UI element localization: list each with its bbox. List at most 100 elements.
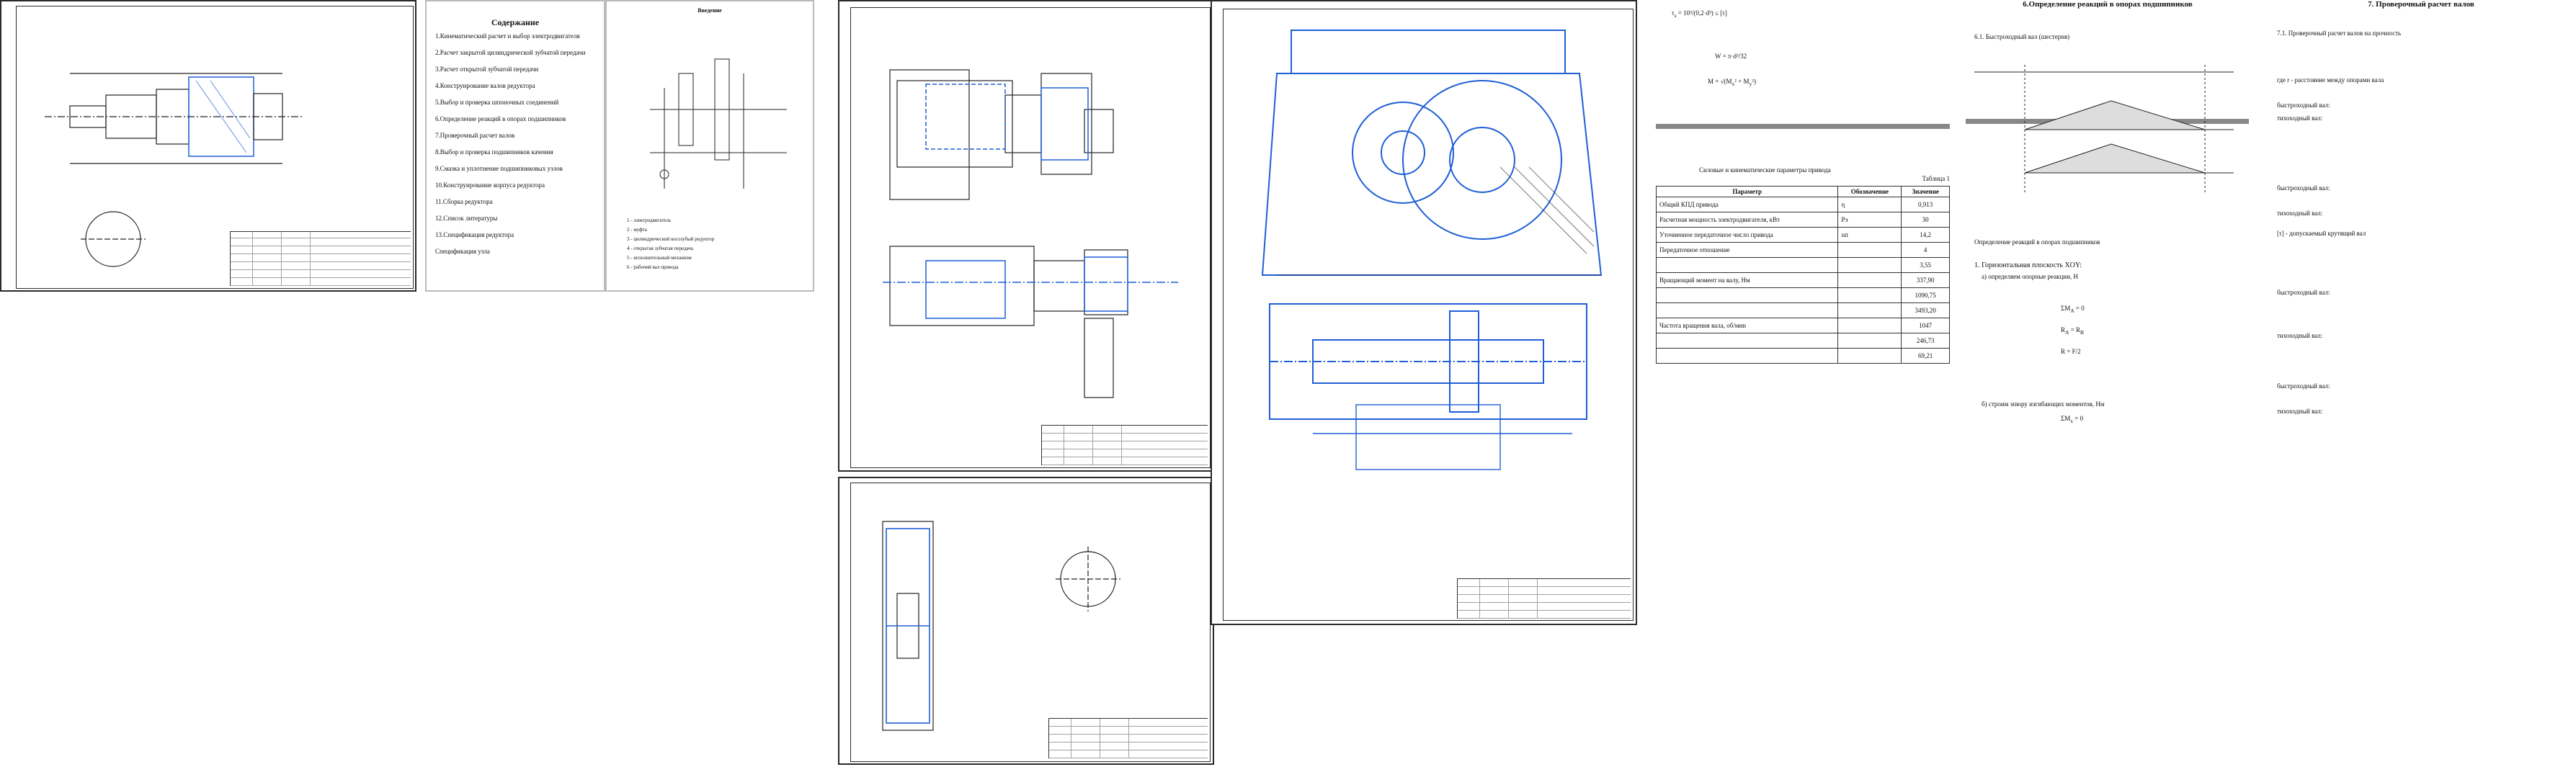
table-cell: 337,90 — [1901, 272, 1950, 288]
legend-item: 1 - электродвигатель — [627, 217, 672, 223]
table-cell: 246,73 — [1901, 333, 1950, 349]
table-cell — [1837, 302, 1902, 318]
sec6-title: 6.Определение реакций в опорах подшипник… — [2023, 0, 2193, 9]
sec6-sub: 6.1. Быстроходный вал (шестерня) — [1974, 33, 2070, 40]
table-header-cell: Обозначение — [1837, 186, 1902, 197]
sec7-sub: 7.1. Проверочный расчет валов на прочнос… — [2277, 30, 2402, 37]
sec7-p5: тихоходный вал: — [2277, 210, 2323, 217]
drawing-sheet-gear — [838, 477, 1214, 765]
table-row: 1090,75 — [1655, 287, 1950, 303]
kinematic-scheme — [650, 58, 787, 189]
table-cell: Общий КПД привода — [1655, 197, 1839, 212]
table-cell — [1655, 302, 1839, 318]
table-cell — [1655, 348, 1839, 364]
toc-item: 11.Сборка редуктора — [435, 198, 493, 205]
equation: ΣMx = 0 — [2061, 415, 2084, 424]
table-row: Расчетная мощность электродвигателя, кВт… — [1655, 212, 1950, 228]
table-cell — [1655, 333, 1839, 349]
table-cell: Уточненное передаточное число привода — [1655, 227, 1839, 243]
toc-item: 4.Конструирование валов редуктора — [435, 82, 535, 89]
title-block — [1457, 578, 1631, 619]
table-header-cell: Значение — [1901, 186, 1950, 197]
sec7-p6: [τ] - допускаемый крутящий вал — [2277, 230, 2366, 237]
toc-item: 3.Расчет открытой зубчатой передачи — [435, 66, 539, 73]
table-cell: 1090,75 — [1901, 287, 1950, 303]
table-row: Вращающий момент на валу, Нм 337,90 — [1655, 272, 1950, 288]
table-cell — [1837, 333, 1902, 349]
table-cell: η — [1837, 197, 1902, 212]
sec7-p7: быстроходный вал: — [2277, 289, 2330, 296]
sec7-p10: тихоходный вал: — [2277, 408, 2323, 415]
table-cell: Передаточное отношение — [1655, 242, 1839, 258]
intro-legend: 1 - электродвигатель 2 - муфта 3 - цилиндр… — [627, 217, 800, 274]
toc-item: 6.Определение реакций в опорах подшипник… — [435, 115, 566, 122]
table-cell: 3,55 — [1901, 257, 1950, 273]
drawing-sheet-drive — [838, 0, 1214, 472]
reducer-drawing — [1261, 30, 1603, 470]
table-cell: Частота вращения вала, об/мин — [1655, 318, 1839, 333]
table-cell — [1837, 242, 1902, 258]
sec7-p4: быстроходный вал: — [2277, 184, 2330, 192]
intro-title: Введение — [698, 7, 722, 14]
toc-item: 12.Список литературы — [435, 215, 498, 222]
table-caption: Силовые и кинематические параметры приво… — [1699, 166, 1831, 174]
legend-item: 5 - исполнительный механизм — [627, 255, 692, 261]
toc-item: 13.Спецификация редуктора — [435, 231, 514, 238]
legend-item: 2 - муфта — [627, 227, 647, 233]
table-cell: uп — [1837, 227, 1902, 243]
moment-diagram — [1974, 65, 2234, 194]
sheet-frame — [16, 6, 414, 289]
toc-item: 2.Расчет закрытой цилиндрической зубчато… — [435, 49, 586, 56]
legend-item: 3 - цилиндрический косозубый редуктор — [627, 236, 715, 242]
sheet-frame — [850, 483, 1211, 762]
sec7-p3: тихоходный вал: — [2277, 115, 2323, 122]
toc-item: 7.Проверочный расчет валов — [435, 132, 515, 139]
sec7-p2: быстроходный вал: — [2277, 102, 2330, 109]
sec6-p3: а) определяем опорные реакции, Н — [1982, 273, 2078, 280]
sec6-p2: 1. Горизонтальная плоскость XOY: — [1974, 261, 2082, 269]
table-cell: 14,2 — [1901, 227, 1950, 243]
table-cell: 1047 — [1901, 318, 1950, 333]
table-header-cell: Параметр — [1655, 186, 1839, 197]
table-cell: Расчетная мощность электродвигателя, кВт — [1655, 212, 1839, 228]
table-cell — [1837, 272, 1902, 288]
toc-item: 1.Кинематический расчет и выбор электрод… — [435, 32, 580, 40]
sec7-p9: быстроходный вал: — [2277, 382, 2330, 390]
toc-item: 9.Смазка и уплотнение подшипниковых узло… — [435, 165, 563, 172]
toc-title: Содержание — [491, 17, 540, 27]
legend-item: 6 - рабочий вал привода — [627, 264, 679, 270]
sheet-introduction: Введение 1 - электродвигатель 2 - муфта 3 … — [605, 0, 814, 292]
separator — [1656, 124, 1950, 129]
table-cell: Вращающий момент на валу, Нм — [1655, 272, 1839, 288]
toc-item: 5.Выбор и проверка шпоночных соединений — [435, 99, 559, 106]
toc-item: Спецификация узла — [435, 248, 490, 255]
table-cell — [1655, 257, 1839, 273]
sec7-title: 7. Проверочный расчет валов — [2368, 0, 2474, 9]
title-block — [1041, 425, 1208, 465]
table-cell — [1837, 348, 1902, 364]
sec6-p4: б) строим эпюру изгибающих моментов, Нм — [1982, 400, 2105, 408]
formula-block: τs = 10³/(0,2·d³) ≤ [τ] W = π·d³/32 M = … — [1672, 9, 1757, 87]
sheet-reactions: 6.Определение реакций в опорах подшипник… — [1967, 0, 2248, 468]
toc-item: 10.Конструирование корпуса редуктора — [435, 181, 545, 189]
shaft-drawing — [45, 73, 304, 267]
drawing-sheet-shaft — [0, 0, 416, 292]
title-block — [230, 231, 411, 286]
legend-item: 4 - открытая зубчатая передача — [627, 246, 693, 251]
parameters-table-block: Силовые и кинематические параметры приво… — [1655, 166, 1950, 364]
table-cell: 69,21 — [1901, 348, 1950, 364]
sheet-shaft-check: 7. Проверочный расчет валов 7.1. Проверо… — [2270, 0, 2572, 468]
table-row: 3493,20 — [1655, 302, 1950, 318]
table-row: Частота вращения вала, об/мин 1047 — [1655, 318, 1950, 333]
sec7-p1: где r - расстояние между опорами вала — [2277, 76, 2384, 84]
drawing-sheet-reducer — [1211, 0, 1637, 625]
table-cell — [1837, 318, 1902, 333]
table-cell — [1837, 257, 1902, 273]
table-cell: 30 — [1901, 212, 1950, 228]
sec6-p1: Определение реакций в опорах подшипников — [1974, 238, 2100, 246]
